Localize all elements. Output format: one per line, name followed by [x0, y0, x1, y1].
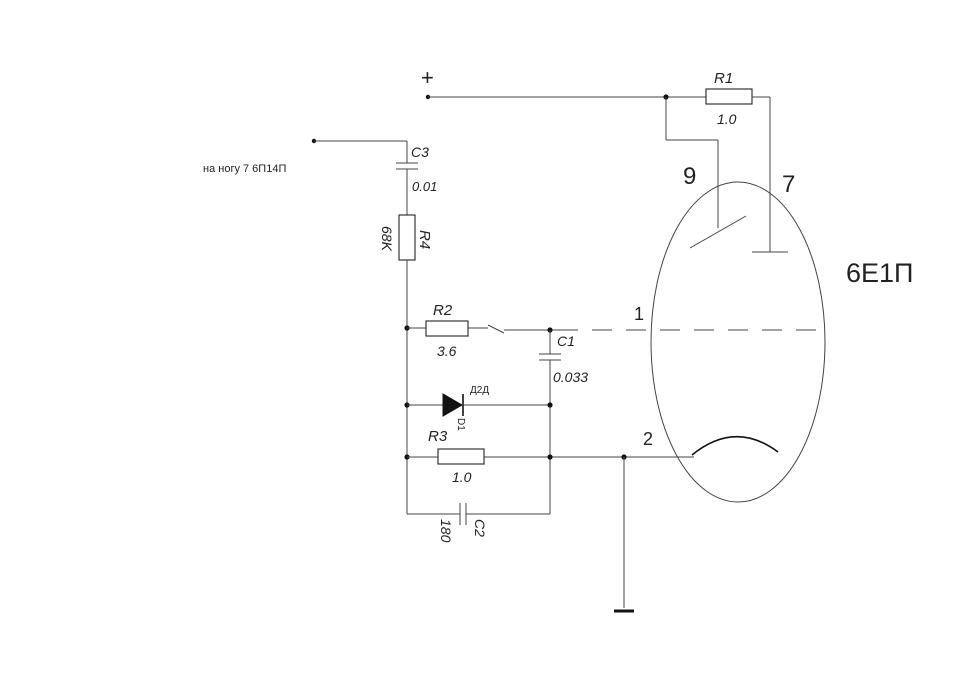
r3-ref-label: R3 — [428, 428, 448, 445]
c3-value-label: 0.01 — [412, 179, 437, 194]
r4-ref-label: R4 — [416, 230, 433, 249]
r1-ref-label: R1 — [714, 70, 733, 87]
pin2-label: 2 — [643, 429, 653, 449]
r1-resistor — [705, 88, 753, 105]
c2-ref-label: C2 — [472, 519, 488, 537]
r3-right-junction — [547, 454, 553, 460]
r2-value-label: 3.6 — [437, 343, 457, 359]
c1-value-label: 0.033 — [553, 369, 588, 385]
c1-ref-label: C1 — [557, 333, 575, 349]
input-note-label: на ногу 7 6П14П — [203, 163, 286, 175]
r3-resistor — [437, 448, 485, 465]
tube-target-electrode — [689, 215, 747, 249]
pin7-label: 7 — [782, 171, 795, 198]
r4-value-label: 68K — [379, 226, 395, 252]
d1-right-junction — [547, 402, 553, 408]
c2-value-label: 180 — [438, 519, 454, 543]
tube-name-label: 6Е1П — [846, 258, 913, 288]
plus-label: + — [421, 65, 434, 90]
r4-resistor — [398, 214, 416, 261]
r2-grid-link — [487, 324, 505, 334]
r2-resistor — [425, 320, 469, 337]
r1-value-label: 1.0 — [717, 111, 737, 127]
r3-value-label: 1.0 — [452, 469, 472, 485]
r2-ref-label: R2 — [433, 302, 453, 319]
pin1-label: 1 — [634, 304, 644, 324]
d1-diode-triangle — [442, 393, 463, 417]
tube-cathode — [691, 435, 779, 456]
d1-ref-label: D1 — [455, 418, 466, 431]
c3-ref-label: C3 — [411, 144, 429, 160]
d1-type-label: Д2Д — [470, 385, 489, 396]
pin9-label: 9 — [683, 163, 696, 190]
tube-envelope — [650, 181, 826, 503]
